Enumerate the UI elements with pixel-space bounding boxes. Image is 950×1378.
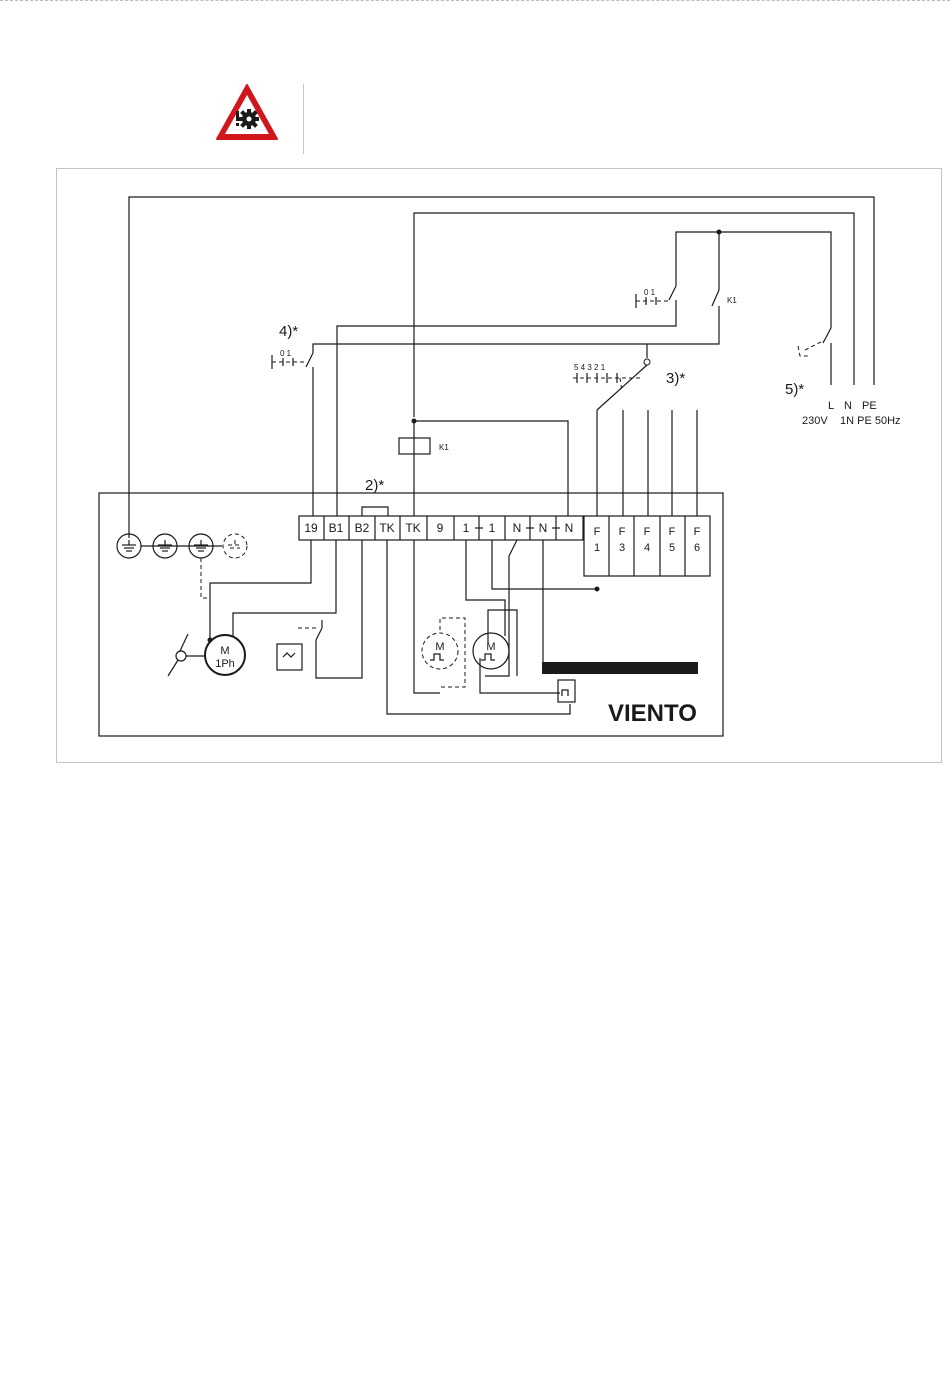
coil-k1-label: K1: [439, 443, 449, 452]
terminal-1-b: 1: [489, 521, 496, 535]
terminal-1-a: 1: [463, 521, 470, 535]
speed-selector-switch: [573, 373, 640, 392]
brand-label: VIENTO: [608, 700, 697, 727]
supply-l: L: [828, 400, 834, 412]
aux-motor-letter: M: [435, 641, 444, 653]
limit-switch: [558, 680, 575, 702]
aux-motor2-letter: M: [486, 641, 495, 653]
speed-positions: 5 4 3 2 1: [574, 363, 606, 372]
terminal-n-1: N: [513, 521, 522, 535]
contact-k1-label: K1: [727, 296, 737, 305]
speed-terminal-f1-num: 1: [594, 542, 600, 554]
note-5: 5)*: [785, 381, 804, 398]
note-3: 3)*: [666, 370, 685, 387]
speed-terminal-f4-num: 4: [644, 542, 650, 554]
bus-bar: [542, 662, 698, 674]
supply-n: N: [844, 400, 852, 412]
terminal-n-2: N: [539, 521, 548, 535]
supply-spec: 1N PE 50Hz: [840, 415, 901, 427]
motor-letter: M: [220, 645, 229, 657]
motor-phase: 1Ph: [215, 658, 235, 670]
terminal-tk-1: TK: [379, 521, 394, 535]
internal-wiring: [201, 540, 600, 714]
switch-b-positions: 0 1: [280, 349, 292, 358]
terminal-19: 19: [304, 521, 318, 535]
terminal-9: 9: [437, 521, 444, 535]
earth-terminals: [117, 534, 247, 558]
note-4: 4)*: [279, 323, 298, 340]
note-2: 2)*: [365, 477, 384, 494]
terminal-n-3: N: [565, 521, 574, 535]
speed-terminal-f3-top: F: [619, 526, 626, 538]
terminal-b1: B1: [329, 521, 344, 535]
terminal-b2: B2: [355, 521, 370, 535]
supply-wiring: [129, 197, 874, 538]
speed-terminal-f5-top: F: [669, 526, 676, 538]
supply-pe: PE: [862, 400, 877, 412]
supply-voltage: 230V: [802, 415, 828, 427]
terminal-tk-2: TK: [405, 521, 420, 535]
speed-terminal-f6-num: 6: [694, 542, 700, 554]
speed-terminal-f6-top: F: [694, 526, 701, 538]
speed-terminal-f5-num: 5: [669, 542, 675, 554]
speed-terminal-f4-top: F: [644, 526, 651, 538]
speed-terminal-f1-top: F: [594, 526, 601, 538]
speed-terminal-f3-num: 3: [619, 542, 625, 554]
thermal-protector: [277, 644, 302, 670]
switch-a-positions: 0 1: [644, 288, 656, 297]
